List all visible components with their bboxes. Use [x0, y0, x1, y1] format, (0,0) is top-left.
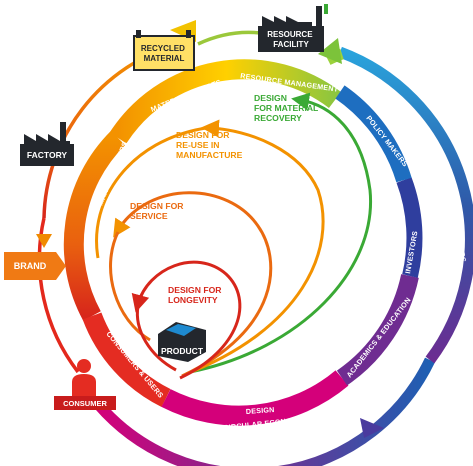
- factory-icon: [262, 6, 322, 28]
- consumer-box: [54, 396, 116, 410]
- middle-band-policy: [335, 85, 412, 183]
- arrow-to-brand: [36, 234, 52, 248]
- loop-longevity-lower: [135, 305, 177, 372]
- resource-facility-node: RESOURCE FACILITY: [258, 4, 328, 52]
- loop-longevity: [131, 260, 242, 380]
- svg-text:RECYCLED MATERIAL: RECYCLED MATERIAL: [141, 44, 187, 63]
- brand-label: BRAND: [14, 261, 47, 271]
- arrow-circular-economy: [360, 418, 384, 438]
- svg-text:RESOURCE FACILITY: RESOURCE FACILITY: [267, 30, 315, 49]
- factory-icon: [24, 122, 70, 146]
- loop-labels: DESIGN FOR MATERIAL RECOVERY DESIGN FOR …: [130, 93, 321, 305]
- label-service: DESIGN FOR SERVICE: [130, 201, 186, 221]
- resource-facility-line2: FACILITY: [273, 40, 309, 49]
- label-reuse-manufacture: DESIGN FOR RE-USE IN MANUFACTURE: [176, 130, 243, 160]
- label-design: DESIGN: [246, 405, 275, 416]
- middle-band-academics: [336, 273, 419, 386]
- product-box-highlight: [166, 324, 196, 336]
- label-academics-education: ACADEMICS & EDUCATION: [344, 296, 412, 380]
- loop-service-lower: [109, 231, 151, 342]
- label-material-recovery: DESIGN FOR MATERIAL RECOVERY: [254, 93, 321, 123]
- middle-band-top: [109, 59, 342, 144]
- arrow-resource: [318, 38, 342, 64]
- consumer-node: CONSUMER: [54, 359, 116, 410]
- outer-line-top: [197, 30, 269, 46]
- loop-service: [113, 191, 273, 378]
- label-policy-makers: POLICY MAKERS: [364, 114, 409, 169]
- factory-label: FACTORY: [27, 150, 67, 160]
- product-label: PRODUCT: [161, 346, 204, 356]
- brand-tag: [4, 252, 66, 280]
- inner-loops: [95, 92, 373, 380]
- chimney-green-accent: [324, 4, 328, 14]
- recycled-material-line1: RECYCLED: [141, 44, 185, 53]
- middle-band-design: [161, 370, 349, 426]
- loop-reuse-manufacture-left: [95, 126, 207, 259]
- middle-band-investors: [396, 177, 423, 278]
- resource-facility-line1: RESOURCE: [267, 30, 313, 39]
- product-node: PRODUCT: [158, 322, 206, 362]
- middle-band-left: [63, 130, 126, 321]
- band-arrows: [36, 20, 384, 438]
- middle-ring: [63, 59, 423, 426]
- person-icon: [72, 359, 96, 396]
- recycled-material-box: [133, 35, 195, 71]
- middle-band-consumers: [82, 312, 171, 407]
- factory-box: [20, 144, 74, 166]
- recycled-material-node: RECYCLED MATERIAL: [133, 30, 195, 71]
- label-longevity: DESIGN FOR LONGEVITY: [168, 285, 224, 305]
- factory-node: FACTORY: [20, 122, 74, 166]
- resource-facility-box: [258, 26, 324, 52]
- recycled-material-line2: MATERIAL: [144, 54, 185, 63]
- consumer-label: CONSUMER: [63, 399, 107, 408]
- brand-node: BRAND: [4, 252, 66, 280]
- loop-material-recovery: [189, 92, 373, 374]
- outer-band-right: [338, 46, 473, 364]
- product-box-icon: [158, 322, 206, 362]
- outer-band-bottom: [93, 357, 435, 466]
- loop-reuse-manufacture: [185, 119, 325, 376]
- bin-icon: [136, 30, 191, 38]
